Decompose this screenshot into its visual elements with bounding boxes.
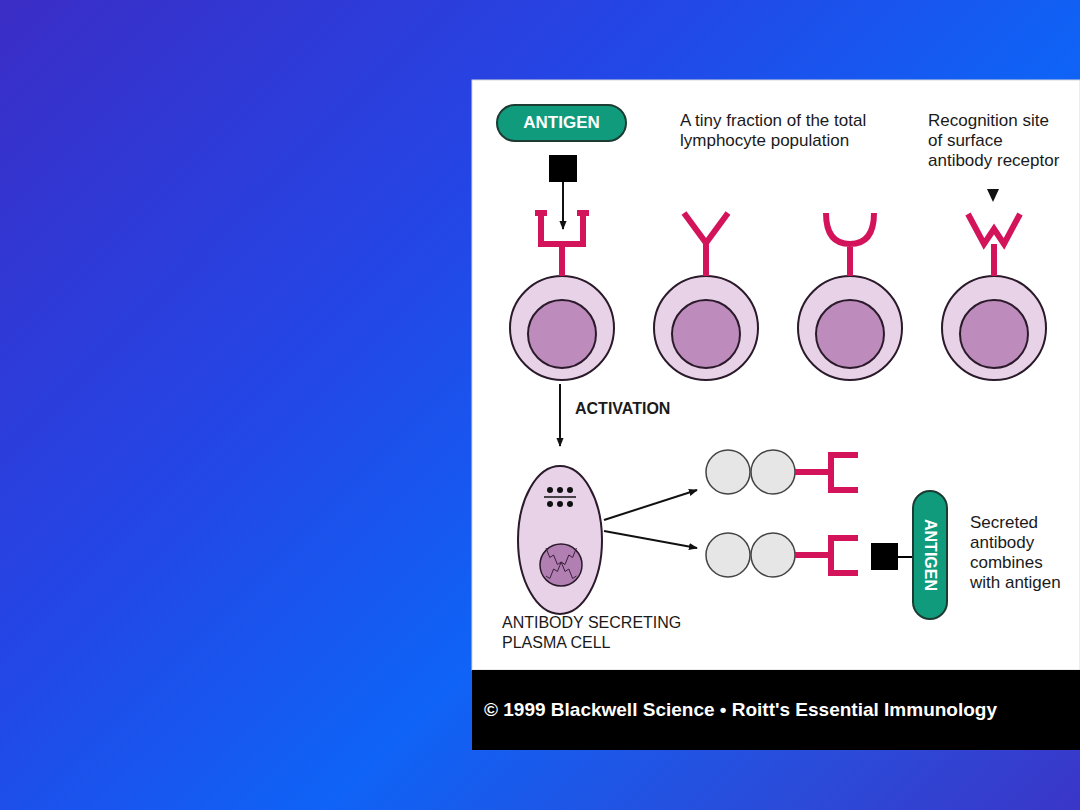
plasma-cell-outline: [498, 463, 688, 618]
footer-band: [472, 670, 1080, 750]
antigen-label: ANTIGEN: [523, 113, 600, 133]
secretion-arrow: [604, 490, 697, 520]
note-text: Secreted antibody combines with antigen: [970, 513, 1066, 593]
determinant-link: [898, 556, 913, 558]
secreted-antibody: [706, 450, 858, 494]
figure-panel: [472, 80, 1080, 670]
surface-receptors: [535, 213, 1020, 276]
antigen-determinant: [549, 155, 577, 182]
antigen-pill: ANTIGEN: [496, 104, 627, 142]
plasma-cell: ANTIBODY SECRETING PLASMA CELL: [498, 463, 688, 663]
activation-arrow: [559, 384, 561, 446]
secreted-antibody: [706, 533, 858, 577]
pointer-arrow: [987, 189, 999, 202]
antigen-determinant: [871, 543, 898, 570]
antigen-pill: ANTIGEN: [912, 490, 948, 620]
step-label: ACTIVATION: [575, 399, 705, 419]
note-text: Recognition site of surface antibody rec…: [928, 111, 1066, 171]
lymphocytes: [510, 276, 1046, 380]
secretion-arrow: [604, 531, 697, 548]
cell-label: ANTIBODY SECRETING PLASMA CELL: [502, 613, 687, 653]
antigen-label: ANTIGEN: [921, 519, 939, 591]
binding-arrow: [562, 182, 564, 229]
note-text: A tiny fraction of the total lymphocyte …: [680, 111, 885, 151]
copyright-caption: © 1999 Blackwell Science • Roitt's Essen…: [484, 698, 997, 722]
